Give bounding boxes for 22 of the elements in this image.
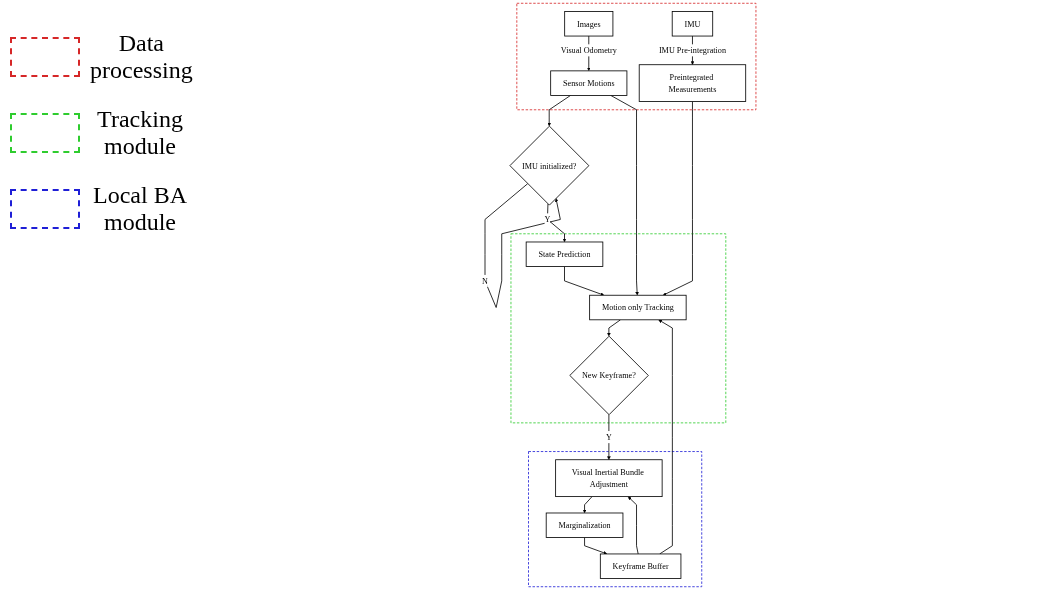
node-box: Sensor Motions [550, 70, 628, 96]
node-box: Visual Inertial Bundle Adjustment [555, 459, 663, 497]
cluster [528, 451, 703, 588]
edge-label: Y [605, 432, 612, 442]
edge-label: N [482, 276, 488, 286]
legend-label: Tracking module [96, 106, 184, 160]
node-box: Marginalization [545, 512, 624, 538]
legend-label: Data processing [90, 30, 193, 84]
edge-label: IMU Pre-integration [658, 45, 727, 55]
node-diamond: New Keyframe? [569, 335, 649, 416]
node-box: IMU [671, 11, 714, 37]
node-diamond: IMU initialized? [509, 125, 590, 206]
cluster [510, 233, 727, 424]
edge-label: Y [544, 214, 551, 224]
node-box: State Prediction [525, 241, 604, 267]
edge-label: Visual Odometry [560, 45, 617, 55]
node-box: Preintegrated Measurements [638, 64, 747, 102]
cluster [516, 2, 757, 111]
node-box: Images [564, 11, 614, 37]
node-box: Motion only Tracking [589, 294, 687, 321]
legend-label: Local BA module [92, 182, 188, 236]
node-box: Keyframe Buffer [599, 553, 682, 579]
